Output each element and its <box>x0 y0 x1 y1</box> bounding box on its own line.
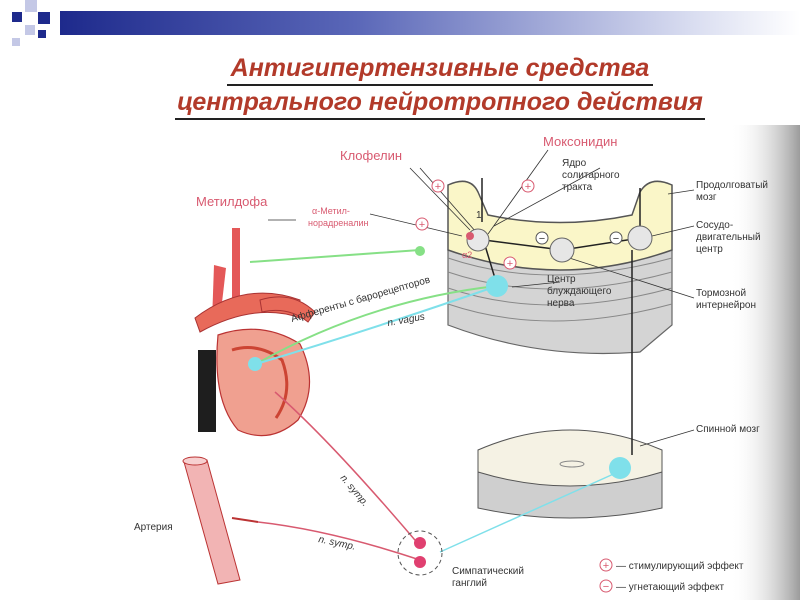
green-line <box>249 249 421 263</box>
neurons <box>248 225 653 576</box>
header-square <box>25 25 35 35</box>
vasomotor-neuron <box>627 225 653 251</box>
header-square <box>25 0 37 12</box>
svg-text:−: − <box>613 233 619 245</box>
legend-inhib-text: — угнетающий эффект <box>616 581 724 593</box>
ganglion <box>397 530 443 576</box>
alpha-methyl-label-1: α-Метил- <box>312 206 350 216</box>
vagus-center-label-2: блуждающего <box>547 285 612 297</box>
nts-receptor <box>466 232 474 240</box>
vasomotor-label-1: Сосудо- <box>696 220 733 231</box>
signs: + + + + − − <box>415 179 623 270</box>
legend: + — стимулирующий эффект − — угнетающий … <box>599 558 744 593</box>
afferent-line <box>255 285 498 365</box>
vasomotor-label-3: центр <box>696 244 723 255</box>
title-line-1: Антигипертензивные средства <box>226 52 654 86</box>
svg-text:+: + <box>435 181 441 193</box>
svg-text:−: − <box>539 233 545 245</box>
clonidine-label: Клофелин <box>340 148 402 163</box>
vagus-line <box>255 285 498 365</box>
legend-stim-icon <box>599 558 613 572</box>
symp-line-1 <box>274 391 421 547</box>
slide-title: Антигипертензивные средства центрального… <box>110 52 770 120</box>
vagus-center-label-3: нерва <box>547 298 575 309</box>
vagus-center-neuron <box>486 275 508 297</box>
pointer-lines <box>268 149 695 447</box>
vasomotor-label-2: двигательный <box>696 232 761 243</box>
ganglion-label-1: Симпатический <box>452 566 524 577</box>
green-node <box>415 246 425 256</box>
header-square <box>12 12 22 22</box>
svg-text:+: + <box>603 560 609 572</box>
title-line-2: центрального нейротропного действия <box>175 86 705 120</box>
moxonidine-label: Моксонидин <box>543 134 617 149</box>
header-bar <box>60 11 800 35</box>
vagus-label: n. vagus <box>387 312 426 329</box>
nts-label-1: Ядро <box>562 158 587 169</box>
svg-text:+: + <box>419 219 425 231</box>
alpha2-label: α2 <box>462 250 472 260</box>
ganglion-neuron-1 <box>414 537 426 549</box>
nts-label-3: тракта <box>562 182 593 193</box>
page-shadow <box>730 125 800 600</box>
interneuron <box>549 237 575 263</box>
header-square <box>38 30 46 38</box>
interneuron-label-2: интернейрон <box>696 300 756 311</box>
nts-label-2: солитарного <box>562 170 620 181</box>
svg-text:+: + <box>507 258 513 270</box>
one-label: 1 <box>476 210 482 221</box>
vagus-center-label-1: Центр <box>547 274 576 285</box>
artery <box>182 456 259 585</box>
symp-label-1: n. symp. <box>338 473 371 509</box>
ganglion-neuron-2 <box>414 556 426 568</box>
interneuron-label-1: Тормозной <box>696 288 746 299</box>
ganglion-out <box>439 471 619 553</box>
header-square <box>38 12 50 24</box>
symp-label-2: n. symp. <box>317 534 356 553</box>
heart-node <box>248 357 262 371</box>
alpha-methyl-label-2: норадреналин <box>308 218 369 228</box>
artery-label: Артерия <box>134 522 173 533</box>
spinal-label: Спинной мозг <box>696 424 760 435</box>
header-square <box>12 38 20 46</box>
svg-text:−: − <box>603 581 609 593</box>
spinal-cord <box>477 429 663 519</box>
svg-text:+: + <box>525 181 531 193</box>
legend-stim-text: — стимулирующий эффект <box>616 560 744 572</box>
medulla-label-1: Продолговатый <box>696 180 768 191</box>
medulla <box>447 180 673 355</box>
symp-line-2 <box>257 521 421 561</box>
ganglion-label-2: ганглий <box>452 578 487 589</box>
spinal-neuron <box>609 457 631 479</box>
medulla-label-2: мозг <box>696 192 717 203</box>
legend-inhib-icon <box>599 579 613 593</box>
methyldopa-label: Метилдофа <box>196 194 268 209</box>
